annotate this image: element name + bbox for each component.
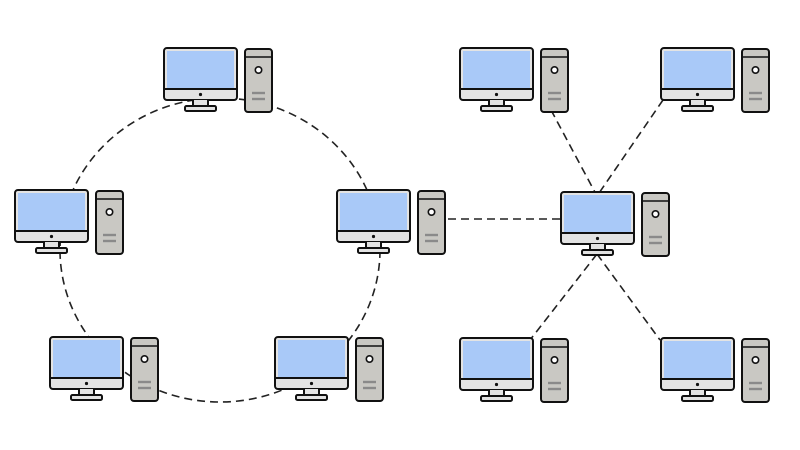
monitor-icon [49, 336, 124, 401]
tower-icon [741, 338, 770, 403]
star-link-bottom-right [596, 253, 661, 341]
monitor-icon [274, 336, 349, 401]
monitor-icon [163, 47, 238, 112]
tower-icon [417, 190, 446, 255]
monitor-icon [459, 47, 534, 112]
star-link-top-left [550, 109, 598, 197]
star-hub-computer [560, 191, 670, 257]
ring-top-computer [163, 47, 273, 113]
monitor-icon [336, 189, 411, 254]
tower-icon [244, 48, 273, 113]
star-link-top-right [596, 99, 664, 197]
ring-right-computer [336, 189, 446, 255]
monitor-icon [459, 337, 534, 402]
tower-icon [641, 192, 670, 257]
tower-icon [130, 337, 159, 402]
star-bottom-left-computer [459, 337, 569, 403]
monitor-icon [660, 47, 735, 112]
star-top-left-computer [459, 47, 569, 113]
monitor-icon [660, 337, 735, 402]
ring-left-computer [14, 189, 124, 255]
tower-icon [355, 337, 384, 402]
tower-icon [540, 338, 569, 403]
monitor-icon [560, 191, 635, 256]
star-link-bottom-left [529, 253, 598, 341]
tower-icon [741, 48, 770, 113]
nodes-layer [14, 47, 770, 403]
ring-bottom-left-computer [49, 336, 159, 402]
tower-icon [95, 190, 124, 255]
tower-icon [540, 48, 569, 113]
star-top-right-computer [660, 47, 770, 113]
monitor-icon [14, 189, 89, 254]
star-bottom-right-computer [660, 337, 770, 403]
ring-bottom-right-computer [274, 336, 384, 402]
